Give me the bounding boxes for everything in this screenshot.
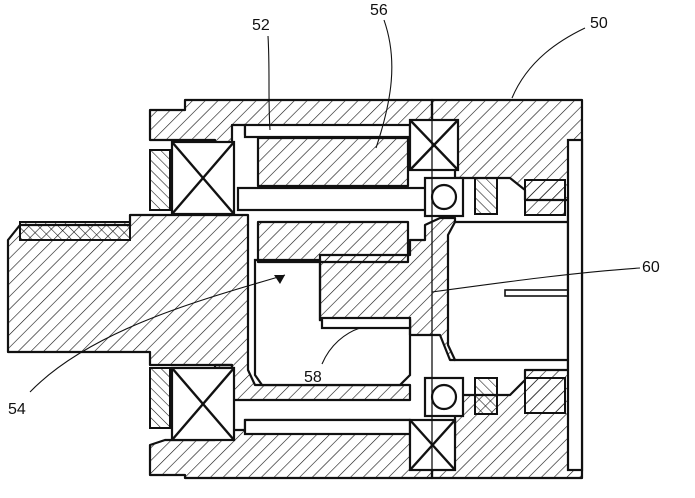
planet-gear-lower: [256, 220, 410, 264]
planet-gear-upper: [256, 136, 410, 188]
label-50: 50: [590, 15, 608, 32]
seal-lower-right: [474, 377, 498, 415]
shaft-key: [19, 221, 131, 241]
leader-58: [321, 327, 361, 365]
seal-upper-right: [474, 177, 498, 215]
leader-54: [29, 274, 286, 393]
leader-56: [375, 19, 393, 149]
label-60: 60: [642, 259, 660, 276]
leader-50: [511, 27, 586, 99]
ball-bearing-upper: [423, 176, 465, 218]
bearing-lower-left: [170, 366, 236, 442]
flange-block-lower: [524, 377, 566, 414]
seal-lower-left: [149, 367, 171, 429]
ring-gear-lower: [243, 418, 412, 436]
planet-pin: [236, 186, 428, 212]
end-plate: [566, 138, 584, 472]
arrow-54: [274, 275, 285, 284]
bearing-upper-right: [408, 118, 460, 172]
label-52: 52: [252, 17, 270, 34]
label-54: 54: [8, 401, 26, 418]
flange-block-upper: [524, 179, 566, 216]
seal-upper-left: [149, 149, 171, 211]
leader-52: [267, 35, 271, 131]
bore-keyway: [504, 289, 569, 297]
label-58: 58: [304, 369, 322, 386]
leader-60: [431, 267, 641, 293]
label-56: 56: [370, 2, 388, 19]
internal-gear-58: [320, 316, 412, 330]
ball-bearing-lower: [423, 376, 465, 418]
bearing-upper-left: [170, 140, 236, 216]
